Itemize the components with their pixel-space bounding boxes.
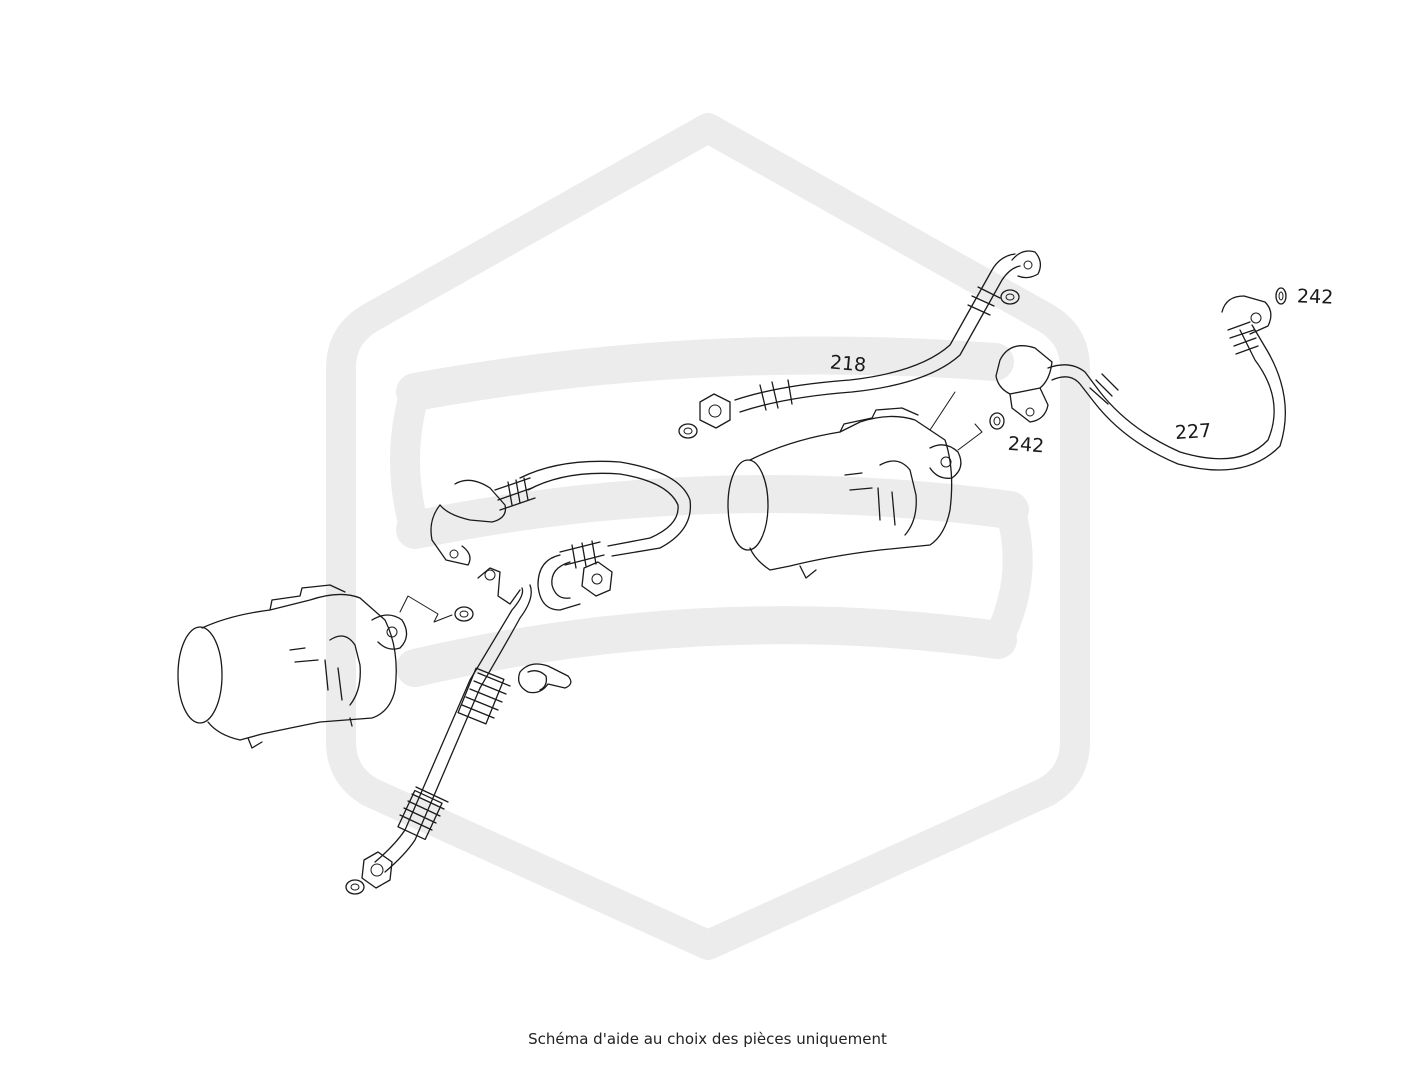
mount-bracket-small	[477, 567, 521, 605]
hose-227	[995, 295, 1287, 471]
elbow-fitting-upper	[430, 477, 536, 566]
hose-clamp	[517, 663, 572, 694]
left-compressor	[177, 584, 453, 749]
u-fitting-lower	[537, 540, 613, 611]
seal-ring-218-top	[1000, 289, 1020, 305]
threaded-fitting-lower	[397, 786, 449, 841]
center-hose	[430, 460, 692, 611]
seal-ring-242-mid	[989, 412, 1005, 430]
label-218: 218	[829, 351, 867, 376]
hose-218	[699, 250, 1042, 431]
label-242-mid: 242	[1007, 433, 1045, 457]
seal-ring-218-left	[678, 423, 698, 439]
seal-ring-left-compressor	[454, 606, 474, 622]
canister	[995, 345, 1053, 423]
right-compressor	[727, 407, 983, 579]
elbow-fitting-227	[1221, 295, 1272, 355]
disclaimer-caption: Schéma d'aide au choix des pièces unique…	[528, 1030, 887, 1048]
lower-left-line	[361, 567, 532, 889]
threaded-fitting-upper	[457, 667, 511, 725]
label-242-top: 242	[1297, 285, 1334, 308]
seal-ring-lower-left	[345, 879, 365, 895]
nut-lower	[361, 851, 393, 889]
label-227: 227	[1174, 420, 1212, 444]
seal-ring-242-top	[1275, 287, 1287, 305]
watermark-logo	[326, 113, 1090, 960]
